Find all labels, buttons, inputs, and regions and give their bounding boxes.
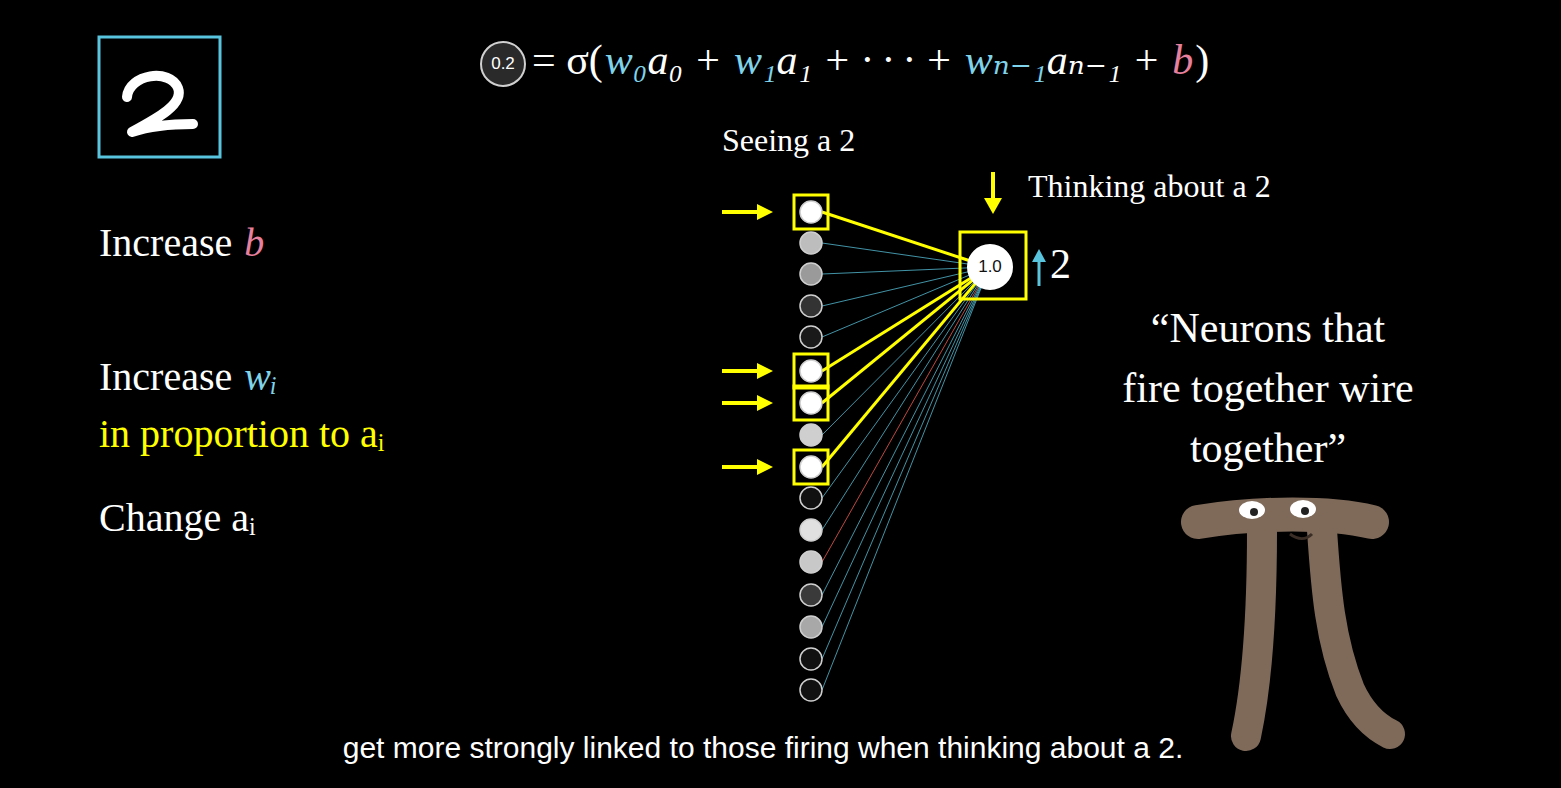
input-neuron [800,295,822,317]
input-neurons [794,195,828,701]
input-neuron [800,326,822,348]
input-neuron [800,360,822,382]
weight-line [822,280,972,403]
annotation-text: Increase [99,354,232,400]
equation: = σ(w₀a₀ + w₁a₁ + · · · +wₙ₋₁aₙ₋₁ +b) [532,36,1209,84]
equation-term: wₙ₋₁ [965,36,1047,84]
annotation-text: in proportion to aᵢ [99,411,384,457]
weight-line [822,275,970,337]
input-neuron [800,487,822,509]
input-neuron [800,232,822,254]
equation-term: ) [1195,36,1209,84]
annotation-text: Increase [99,220,232,266]
weight-line [822,286,979,562]
input-neuron [800,392,822,414]
equation-term: a₁ + · · · + [777,36,953,84]
annotation-text: Thinking about a 2 [1028,168,1271,205]
annotation-text: Change aᵢ [99,495,255,541]
pointer-arrow [722,465,760,469]
down-arrow [991,172,995,200]
weight-line [822,212,969,261]
pi-eye [1290,500,1316,518]
weight-line [822,283,975,467]
input-neuron [800,648,822,670]
input-neuron [800,584,822,606]
text-row: Increase wᵢ [99,354,277,400]
annotation-text: 2 [1050,240,1071,288]
arrow-head [1032,249,1046,262]
pi-body [1246,530,1262,736]
annotation-text: wᵢ [244,354,277,400]
input-neuron [800,424,822,446]
annotation-text: “Neurons that fire together wire togethe… [1118,298,1418,478]
up-arrow [1038,260,1041,286]
activation-value: 0.2 [491,54,515,74]
input-neuron [800,519,822,541]
pi-mouth [1290,534,1312,539]
pi-pupil [1250,508,1258,516]
pi-body [1198,515,1372,523]
pi-eye [1239,501,1265,519]
arrow-head [984,198,1002,214]
pi-creature [1198,500,1390,736]
input-neuron [800,679,822,701]
arrows [722,172,1046,475]
circle-shape [481,42,525,86]
weight-line [822,278,971,371]
text-row: Increase b [99,220,264,266]
weight-line [822,287,981,690]
arrow-head [757,363,773,379]
weight-line [822,284,977,498]
digit-frame [99,37,220,157]
equation-term: b [1172,36,1193,84]
subtitle: get more strongly linked to those firing… [335,726,1192,769]
highlight-box [794,195,828,229]
activation-value: 1.0 [978,257,1002,277]
input-neuron [800,456,822,478]
annotation-text: b [244,220,264,266]
highlight-box [794,354,828,388]
arrow-head [757,204,773,220]
equation-term: w₁ [734,36,777,84]
pi-pupil [1301,507,1309,515]
neuron-circle: 1.0 [966,243,1014,291]
equation-term: = σ( [532,36,603,84]
neuron-circle: 0.2 [479,40,527,88]
highlight-box [960,232,1026,299]
pointer-arrow [722,401,760,405]
highlight-box [794,386,828,420]
pi-body [1322,530,1390,734]
highlight-box [794,450,828,484]
arrow-head [757,459,773,475]
digit-image [127,76,193,132]
input-neuron [800,263,822,285]
weight-lines [822,212,981,690]
input-neuron [800,616,822,638]
circle-shape [968,245,1012,289]
arrow-head [757,395,773,411]
annotation-text: Seeing a 2 [722,122,855,159]
equation-term: aₙ₋₁ + [1047,36,1161,84]
weight-line [822,287,981,659]
pointer-arrow [722,210,760,214]
equation-term: w₀ [605,36,648,84]
equation-term: a₀ + [647,36,721,84]
weight-line [822,268,968,274]
input-neuron [800,201,822,223]
pointer-arrow [722,369,760,373]
input-neuron [800,551,822,573]
